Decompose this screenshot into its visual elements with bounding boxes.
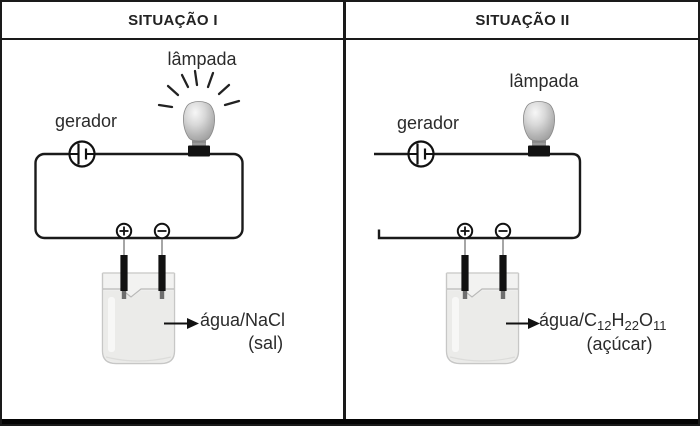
solution-common-name: (sal) [248,333,284,353]
circuit-wire [34,152,244,240]
generator-label: gerador [54,111,118,131]
lamp-base [188,145,210,157]
generator-symbol [407,140,435,168]
solution-liquid [447,290,518,362]
circuit-wire [374,152,582,240]
positive-electrode [120,255,128,291]
negative-electrode-tip [159,291,165,299]
beaker [445,272,520,365]
generator-symbol [68,140,96,168]
lamp-base [528,145,550,157]
label-arrow [506,318,540,329]
positive-terminal [456,222,474,240]
glass-highlight [108,297,115,352]
generator-label: gerador [396,113,460,133]
negative-electrode [158,255,166,291]
solution-name: água/NaCl [200,310,286,330]
bulb-glass [183,101,215,142]
panel-title-situation-1: SITUAÇÃO I [128,11,218,29]
center-divider-line [343,2,346,424]
positive-electrode [461,255,469,291]
positive-terminal [115,222,133,240]
panel-title-situation-2: SITUAÇÃO II [475,11,570,29]
solution-formula: água/C12H22O11 [539,310,667,333]
lamp-label: lâmpada [509,71,579,91]
beaker [101,272,176,365]
solution-liquid [103,290,174,362]
negative-electrode [499,255,507,291]
solution-label: água/NaCl (sal) [200,309,285,355]
lamp [183,101,215,157]
solution-common-name: (açúcar) [586,334,653,354]
negative-electrode-tip [500,291,506,299]
label-arrow [164,318,199,329]
header-divider-line [2,38,698,40]
positive-electrode-tip [121,291,127,299]
bottom-border-bar [2,419,698,424]
positive-electrode-tip [462,291,468,299]
solution-label: água/C12H22O11 (açúcar) [539,309,667,356]
negative-terminal [494,222,512,240]
lamp-label: lâmpada [167,49,237,69]
beaker-spout-notch [447,288,518,298]
situation-1-diagram [34,69,244,365]
negative-terminal [153,222,171,240]
bulb-glass [523,101,555,142]
light-rays-icon [157,69,241,109]
beaker-spout-notch [103,288,174,298]
glass-highlight [452,297,459,352]
situation-2-diagram [374,101,582,365]
lamp [523,101,555,157]
